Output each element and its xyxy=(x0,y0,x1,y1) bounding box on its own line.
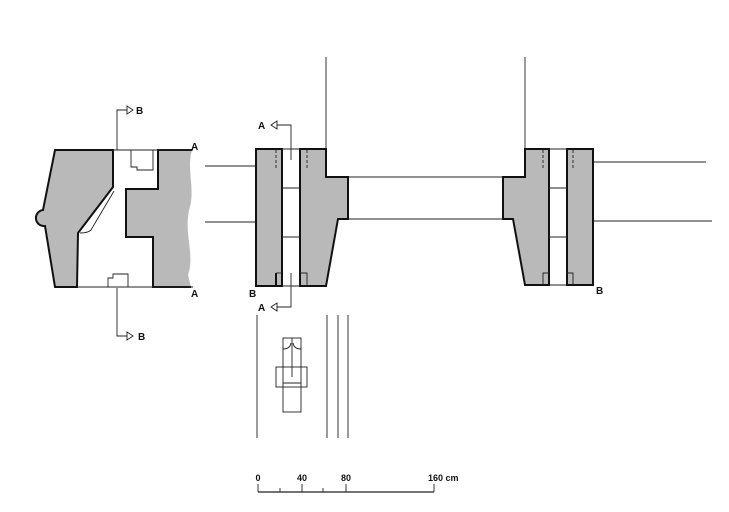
door-jamb-top xyxy=(130,150,154,171)
label-a-bottom: A xyxy=(191,289,198,300)
section-arrow-b-top xyxy=(116,109,127,150)
plan-right-wall xyxy=(126,150,192,287)
scale-label-160: 160 cm xyxy=(428,473,459,483)
notch xyxy=(300,272,308,286)
arrow-icon xyxy=(270,302,278,312)
section-arrow-a-bottom xyxy=(277,273,292,308)
latch-base xyxy=(282,382,302,413)
scale-label-0: 0 xyxy=(255,473,260,483)
scale-label-80: 80 xyxy=(341,473,351,483)
label-a-bottom: A xyxy=(258,303,265,314)
latch-curve xyxy=(282,342,302,350)
label-a-top: A xyxy=(191,142,198,153)
arrow-icon xyxy=(126,105,134,115)
plan-left-wall xyxy=(34,149,114,288)
elevation-right-block xyxy=(299,148,349,287)
label-a-top: A xyxy=(258,121,265,132)
elevation-right: B xyxy=(502,57,603,297)
elevation-left: A A B xyxy=(249,57,349,438)
label-b: B xyxy=(249,289,256,300)
label-b: B xyxy=(596,286,603,297)
label-b-top: B xyxy=(136,106,143,117)
notch xyxy=(542,272,549,285)
scale-bar: 0 40 80 160 cm xyxy=(255,473,459,493)
scale-label-40: 40 xyxy=(297,473,307,483)
arrow-icon xyxy=(270,120,278,130)
elevation-right-right-block xyxy=(566,148,594,286)
notch xyxy=(567,272,574,285)
section-arrow-b-bottom xyxy=(116,288,127,337)
plan-right-wall-outline xyxy=(125,149,192,288)
section-arrow-a-top xyxy=(277,124,292,160)
elevation-left-block xyxy=(255,148,283,287)
arrow-icon xyxy=(126,331,134,341)
latch-bracket xyxy=(275,366,308,388)
label-b-bottom: B xyxy=(138,332,145,343)
elevation-right-left-block xyxy=(502,148,550,286)
plan-view: B B A A xyxy=(34,105,198,343)
door-jamb-bottom xyxy=(107,273,129,287)
door-leaf xyxy=(79,190,115,234)
